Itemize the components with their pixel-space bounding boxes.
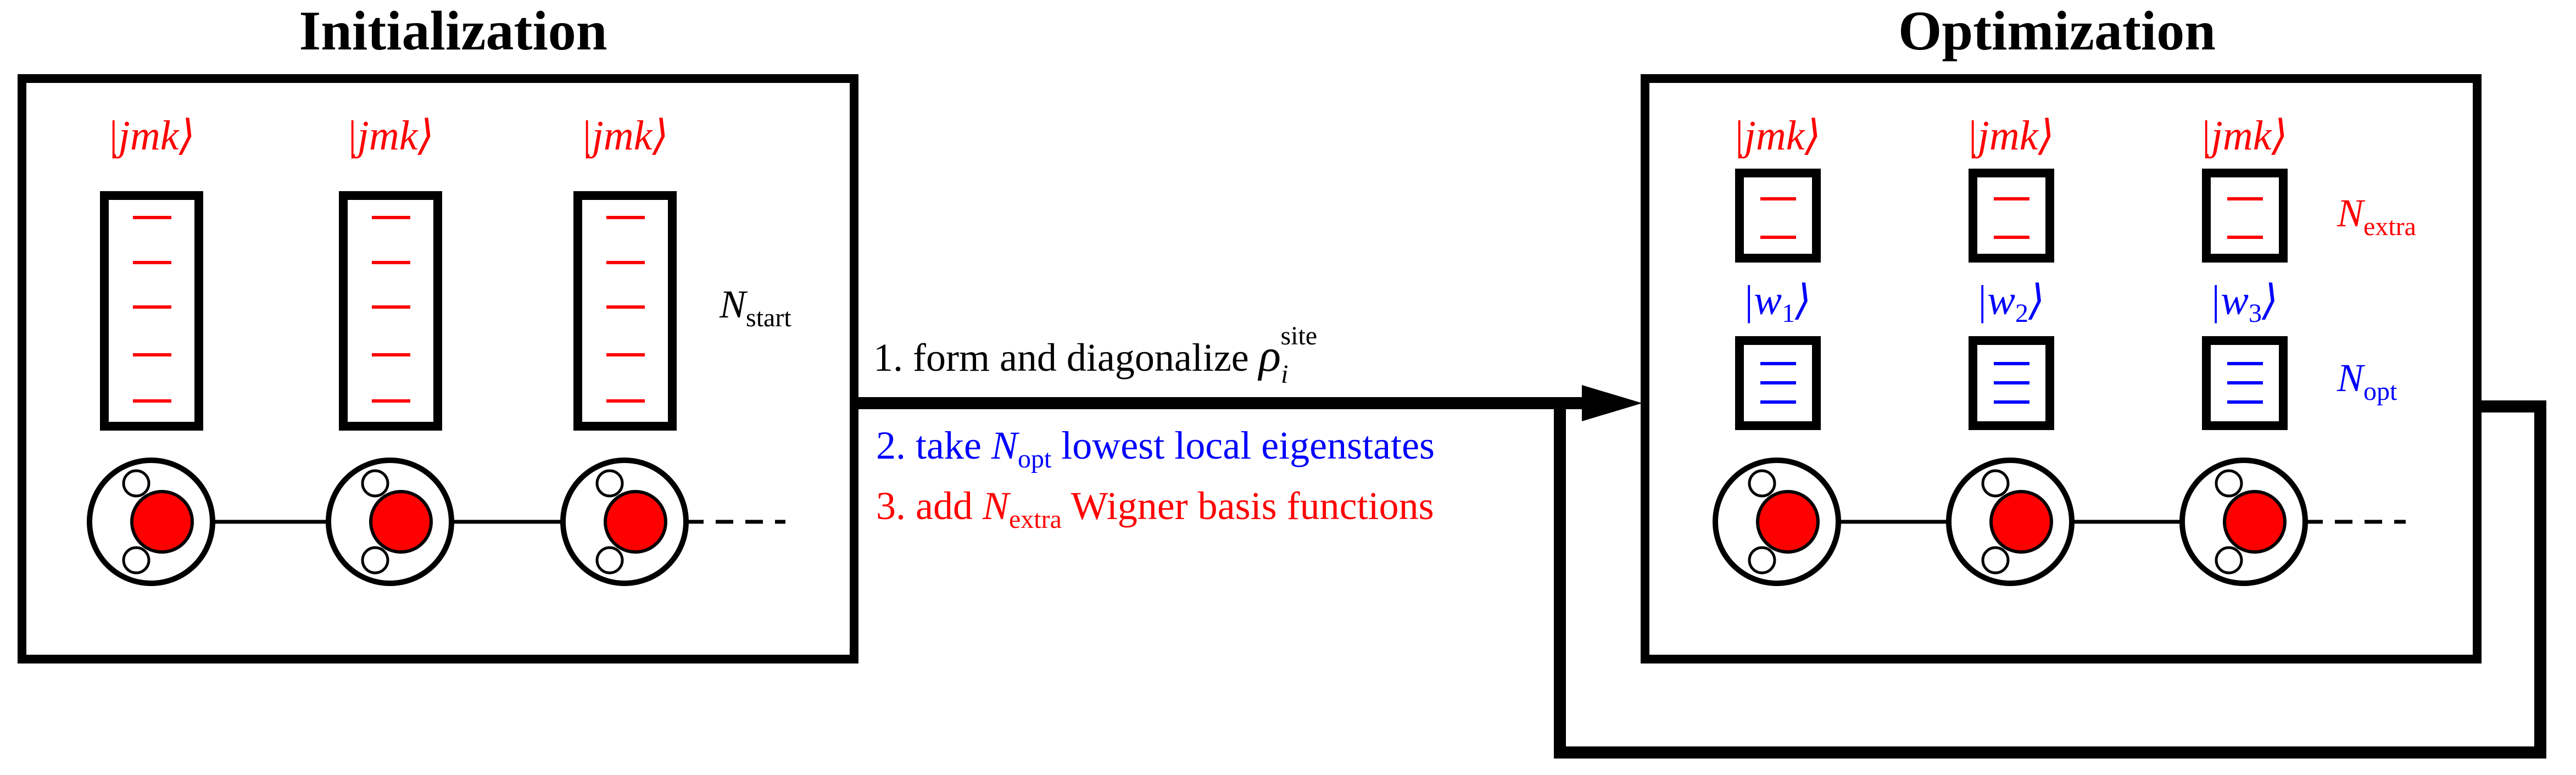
opt-basis-box-1 <box>1735 336 1821 430</box>
n-extra-label: Nextra <box>2337 191 2416 241</box>
initialization-title: Initialization <box>299 0 607 62</box>
n-start-label: Nstart <box>719 282 791 332</box>
optimization-title: Optimization <box>1898 0 2216 62</box>
opt-w-ket-3: |w3⟩ <box>2209 277 2278 328</box>
init-ket-1: |jmk⟩ <box>107 113 195 159</box>
opt-basis-box-3 <box>2202 336 2288 430</box>
init-basis-levels-3 <box>606 216 645 403</box>
step-2-text: 2. take Nopt lowest local eigenstates <box>876 423 1435 473</box>
init-site-1: |jmk⟩ <box>87 113 215 586</box>
opt-site-1: |jmk⟩ |w1⟩ <box>1713 113 1841 586</box>
init-ket-3: |jmk⟩ <box>581 113 668 159</box>
molecule-site-icon <box>1946 458 2075 586</box>
molecule-site-icon <box>560 458 689 586</box>
opt-site-3: |jmk⟩ |w3⟩ <box>2179 113 2308 586</box>
molecule-site-icon <box>87 458 215 586</box>
opt-site-2: |jmk⟩ |w2⟩ <box>1946 113 2075 586</box>
molecule-site-icon <box>1713 458 1841 586</box>
optimization-panel: |jmk⟩ |w1⟩ |jmk⟩ |w2 <box>1641 74 2482 664</box>
opt-extra-box-1 <box>1735 169 1821 263</box>
init-basis-box-3 <box>573 191 677 431</box>
molecule-site-icon <box>2179 458 2308 586</box>
init-ket-2: |jmk⟩ <box>346 113 434 159</box>
forward-arrowhead <box>1582 385 1642 421</box>
initialization-frame <box>18 74 858 664</box>
forward-arrow-line <box>850 397 2546 759</box>
initialization-panel: |jmk⟩ |jmk⟩ <box>18 74 858 664</box>
opt-w-ket-1: |w1⟩ <box>1742 277 1811 328</box>
init-basis-levels-1 <box>133 216 171 403</box>
init-site-2: |jmk⟩ <box>326 113 454 586</box>
opt-extra-box-3 <box>2202 169 2288 263</box>
opt-ket-1: |jmk⟩ <box>1733 113 1821 159</box>
init-basis-box-2 <box>339 191 442 431</box>
opt-ket-3: |jmk⟩ <box>2200 113 2288 159</box>
opt-basis-box-2 <box>1969 336 2054 430</box>
init-basis-levels-2 <box>372 216 410 403</box>
opt-ket-2: |jmk⟩ <box>1966 113 2054 159</box>
step-1-text: 1. form and diagonalize ρisite <box>873 321 1317 389</box>
init-basis-box-1 <box>100 191 203 431</box>
opt-w-ket-2: |w2⟩ <box>1976 277 2044 328</box>
opt-extra-box-2 <box>1969 169 2054 263</box>
n-opt-label: Nopt <box>2337 356 2397 406</box>
step-3-text: 3. add Nextra Wigner basis functions <box>876 484 1434 534</box>
init-site-3: |jmk⟩ <box>560 113 689 586</box>
flow-arrow <box>850 385 2546 759</box>
molecule-site-icon <box>326 458 454 586</box>
